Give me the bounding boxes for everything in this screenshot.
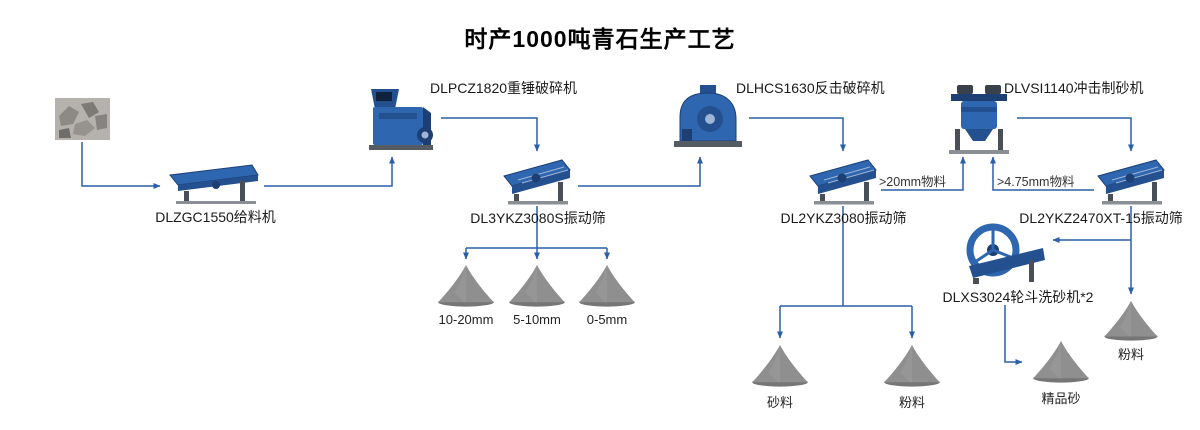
feeder-label: DLZGC1550给料机: [155, 209, 276, 225]
hammer-crusher-image: [363, 83, 438, 153]
sand-washer-label: DLXS3024轮斗洗砂机*2: [942, 289, 1094, 305]
pile-fine-sand-label: 精品砂: [1041, 391, 1081, 406]
pile-5-10mm-icon: [506, 262, 568, 308]
edge-feeder-to-hammer-crusher: [264, 156, 395, 187]
impact-crusher-label: DLHCS1630反击破碎机: [736, 80, 885, 96]
screen3-image: [1094, 156, 1168, 206]
pile-powder2-label: 粉料: [1117, 347, 1144, 362]
pile-0-5mm-icon: [576, 262, 638, 308]
edge-washer-to-fine-sand: [1004, 305, 1023, 365]
screen2-label: DL2YKZ3080振动筛: [780, 210, 907, 226]
feeder-image: [168, 163, 260, 205]
screen2-image: [806, 156, 880, 206]
sand-washer-image: [963, 222, 1047, 286]
pile-10-20mm-label: 10-20mm: [438, 312, 494, 327]
pile-sand-label: 砂料: [766, 395, 793, 410]
pile-5-10mm-label: 5-10mm: [513, 312, 561, 327]
edge-impact-crusher-to-screen2: [749, 117, 846, 152]
edge-screen1-to-impact-crusher: [578, 156, 703, 187]
sand-maker-label: DLVSI1140冲击制砂机: [1004, 80, 1144, 96]
screen1-image: [500, 156, 574, 206]
pile-powder-icon: [880, 342, 944, 388]
edge-sand-maker-to-screen3: [1017, 117, 1134, 152]
raw-material-photo: [55, 98, 110, 140]
diagram-title: 时产1000吨青石生产工艺: [464, 26, 736, 52]
edge-hammer-crusher-to-screen1: [441, 117, 540, 152]
pile-0-5mm-label: 0-5mm: [586, 312, 628, 327]
pile-powder2-icon: [1100, 298, 1162, 342]
hammer-crusher-label: DLPCZ1820重锤破碎机: [430, 80, 578, 96]
screen3-label: DL2YKZ2470XT-15振动筛: [1019, 210, 1183, 226]
pile-powder-label: 粉料: [898, 395, 925, 410]
pile-10-20mm-icon: [435, 262, 497, 308]
edge-label-gt20mm: >20mm物料: [879, 175, 947, 189]
edge-label-gt475mm: >4.75mm物料: [997, 175, 1075, 189]
impact-crusher-image: [670, 83, 746, 153]
screen1-label: DL3YKZ3080S振动筛: [470, 210, 606, 226]
pile-sand-icon: [748, 342, 812, 388]
pile-fine-sand-icon: [1028, 338, 1094, 384]
edge-raw-to-feeder: [81, 142, 161, 189]
